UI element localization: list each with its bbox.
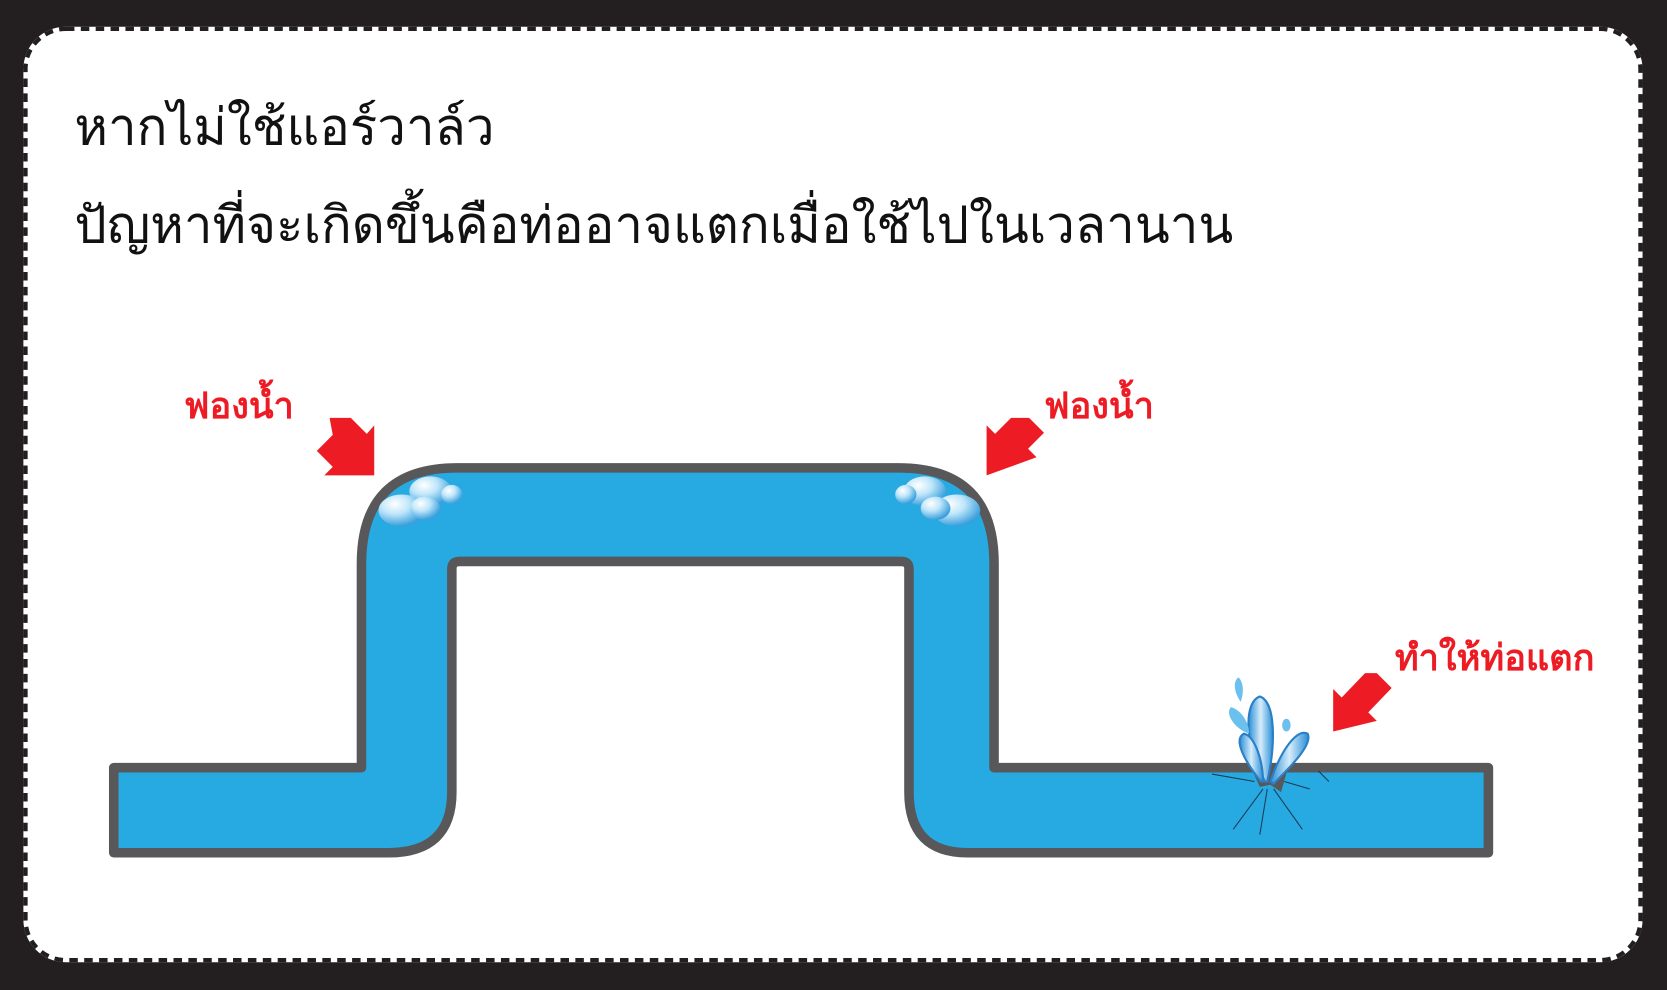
- pipe: [108, 463, 1494, 858]
- crack-label: ทำให้ท่อแตก: [1395, 636, 1595, 679]
- bubble-label-right: ฟองน้ำ: [1044, 379, 1154, 427]
- water-spray: [1228, 677, 1310, 786]
- arrow-icon-left: [316, 417, 375, 476]
- heading-line1: หากไม่ใช้แอร์วาล์ว: [74, 99, 494, 158]
- arrow-icon-right: [986, 417, 1045, 476]
- arrow-icon-crack: [1333, 673, 1392, 732]
- bubble-label-left: ฟองน้ำ: [184, 379, 294, 427]
- air-bubbles-left: [378, 476, 463, 527]
- air-bubbles-right: [895, 476, 981, 527]
- card-dashed-edge: [23, 26, 1643, 963]
- heading-line2: ปัญหาที่จะเกิดขึ้นคือท่ออาจแตกเมื่อใช้ไป…: [74, 189, 1233, 256]
